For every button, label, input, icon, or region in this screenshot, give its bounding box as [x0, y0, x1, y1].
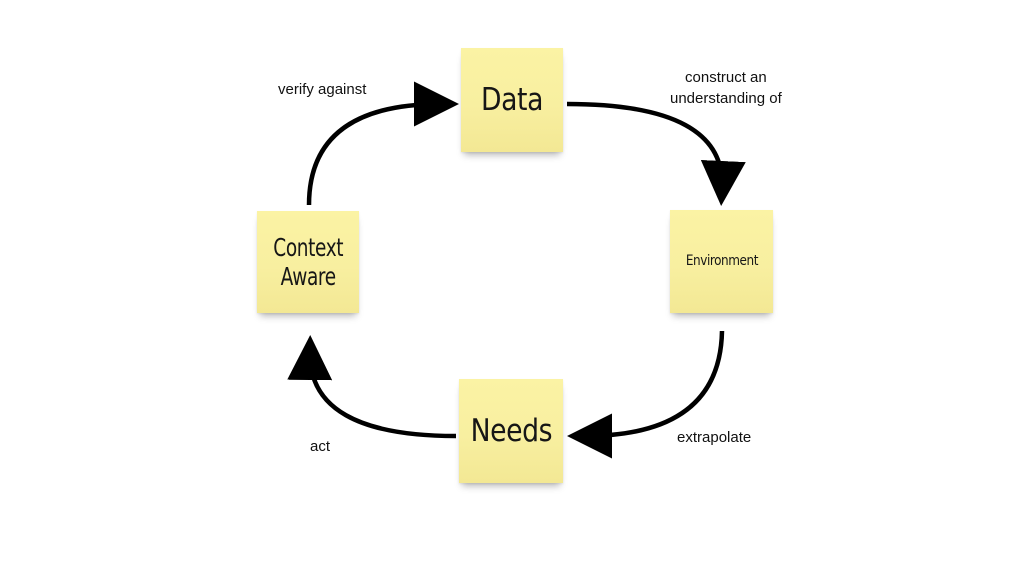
edge-label-construct-line1: construct an	[685, 69, 767, 86]
node-label-context-line2: Aware	[280, 262, 336, 291]
arrow-needs-to-context	[287, 335, 457, 439]
node-label-data: Data	[481, 81, 543, 118]
sticky-note-data: Data	[461, 48, 563, 152]
arrow-context-to-data	[306, 81, 459, 206]
edge-label-construct-line2: understanding of	[670, 90, 782, 107]
sticky-note-environment: Environment	[670, 210, 773, 313]
arrow-environment-to-needs	[567, 330, 725, 459]
node-label-context-aware: Context Aware	[267, 233, 348, 292]
node-label-needs: Needs	[470, 412, 552, 449]
sticky-note-needs: Needs	[459, 379, 563, 483]
edge-label-verify-against: verify against	[278, 81, 367, 98]
edge-label-extrapolate: extrapolate	[677, 429, 752, 446]
sticky-note-context-aware: Context Aware	[257, 211, 359, 313]
arrow-data-to-environment	[566, 101, 746, 206]
edge-label-act: act	[310, 438, 331, 455]
node-label-context-line1: Context	[273, 232, 343, 262]
edge-label-construct-understanding: construct an understanding of	[670, 67, 782, 109]
node-label-environment: Environment	[685, 253, 758, 270]
